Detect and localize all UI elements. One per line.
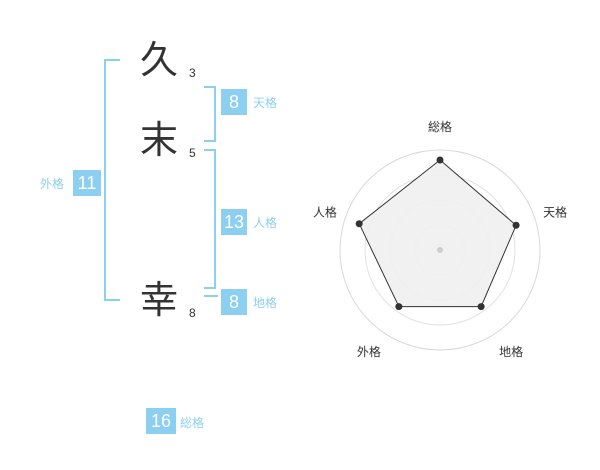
gaikaku-label: 外格 — [40, 177, 65, 191]
radar-axis-label-1: 天格 — [543, 205, 567, 220]
jinkaku-label: 人格 — [253, 216, 278, 230]
tenkaku-bracket — [204, 86, 216, 142]
radar-ring — [339, 149, 541, 351]
radar-point-4 — [355, 220, 363, 228]
chikaku-label: 地格 — [253, 296, 278, 310]
chikaku-value: 8 — [221, 289, 247, 315]
tenkaku-value: 8 — [221, 89, 247, 115]
jinkaku-bracket — [204, 149, 216, 289]
kanji-2: 末 — [140, 118, 179, 162]
stroke-count-3: 8 — [189, 306, 196, 320]
radar-axis-label-4: 人格 — [313, 205, 337, 220]
chikaku-connector — [204, 295, 218, 297]
stroke-count-2: 5 — [189, 146, 196, 160]
radar-point-0 — [436, 156, 444, 164]
kanji-1: 久 — [140, 38, 179, 82]
soukaku-value: 16 — [146, 408, 176, 434]
soukaku-label: 総格 — [180, 416, 205, 430]
radar-axis-label-2: 地格 — [499, 344, 523, 359]
jinkaku-value: 13 — [221, 209, 247, 235]
tenkaku-label: 天格 — [253, 96, 278, 110]
radar-center — [437, 247, 443, 253]
radar-axis-label-3: 外格 — [357, 344, 381, 359]
radar-point-3 — [395, 303, 403, 311]
radar-area — [358, 159, 517, 308]
kanji-3: 幸 — [140, 278, 179, 322]
radar-point-1 — [512, 221, 520, 229]
stroke-count-1: 3 — [189, 66, 196, 80]
radar-axis-label-0: 総格 — [428, 119, 452, 134]
radar-point-2 — [477, 303, 485, 311]
gaikaku-bracket — [104, 59, 120, 301]
radar-points — [355, 156, 520, 311]
gaikaku-value: 11 — [73, 170, 101, 196]
